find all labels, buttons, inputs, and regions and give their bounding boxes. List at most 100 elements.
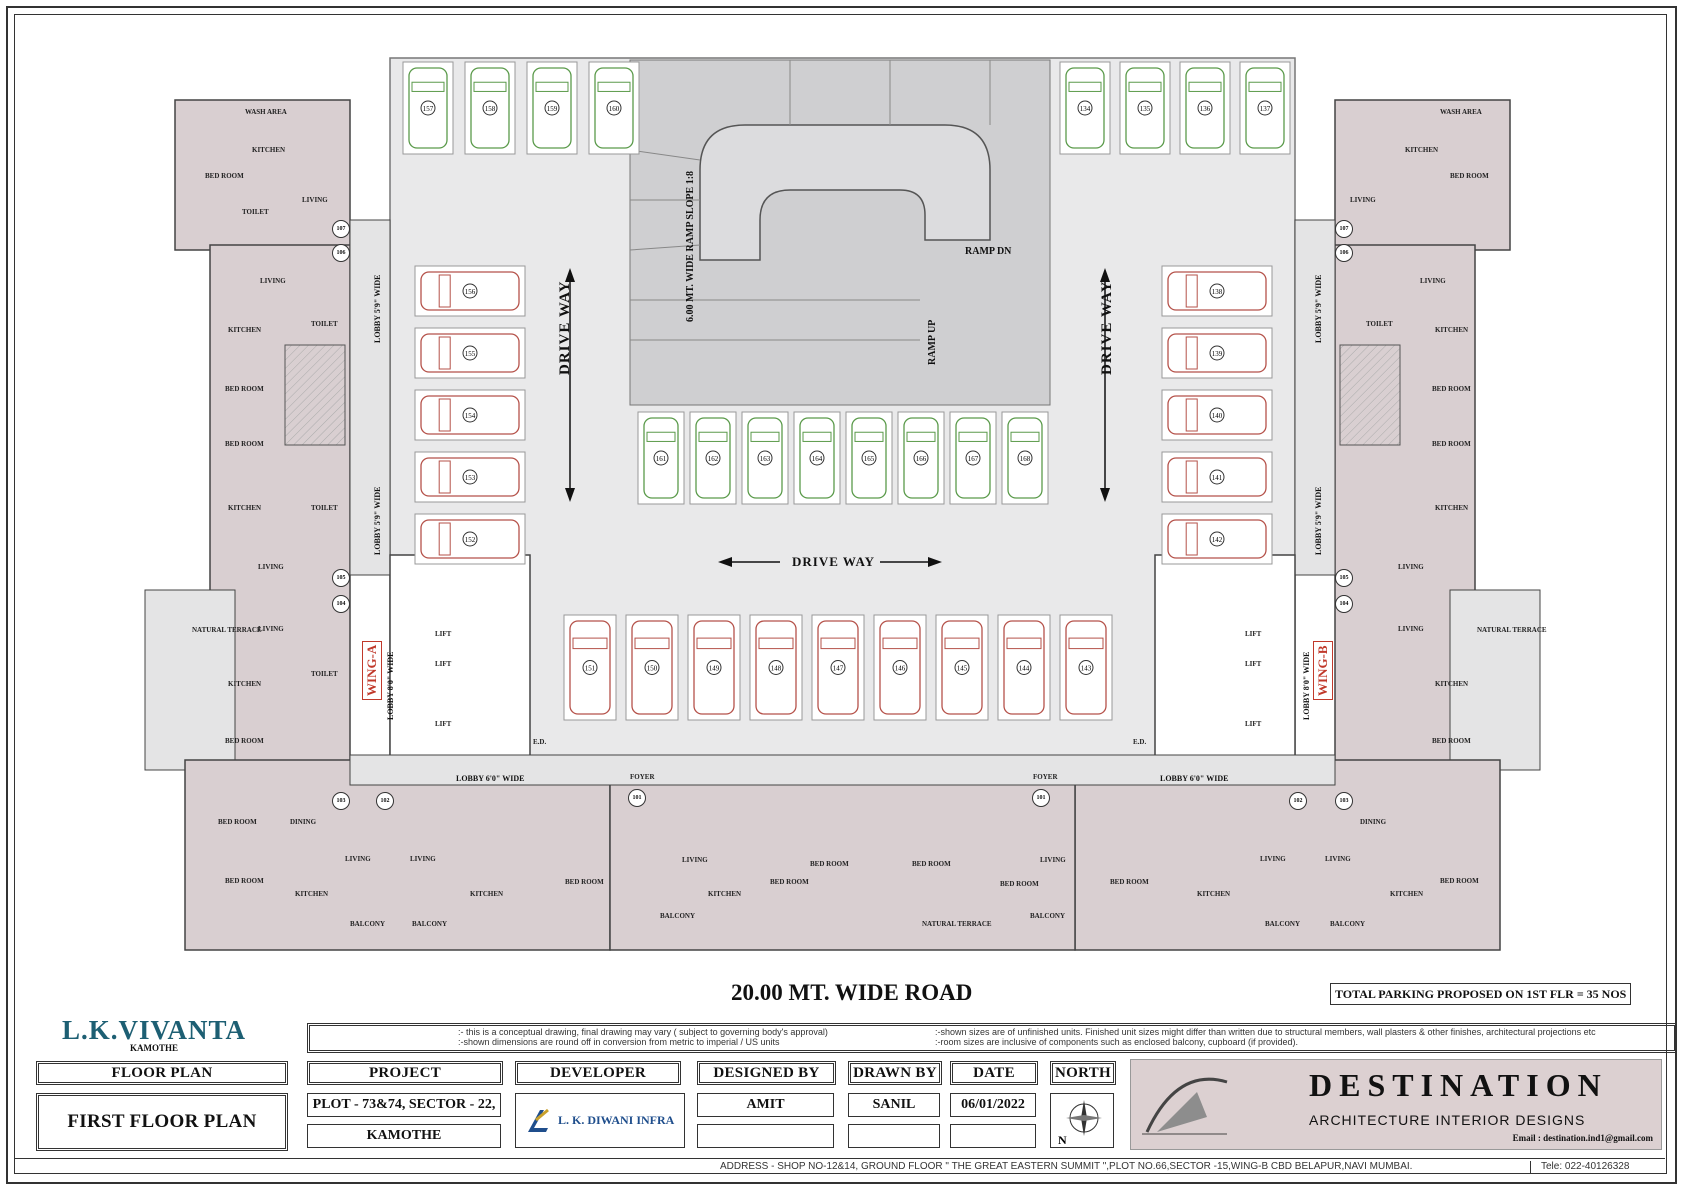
parking-number: 149 (709, 665, 720, 673)
project-logo: L.K.VIVANTA KAMOTHE (54, 1015, 254, 1053)
ramp-dn-label: RAMP DN (965, 246, 1012, 257)
room-label: LIVING (682, 856, 708, 864)
drawn-by-blank (848, 1124, 940, 1148)
room-label: KITCHEN (228, 326, 262, 334)
room-label: TOILET (242, 208, 269, 216)
driveway-label-center: DRIVE WAY (792, 554, 876, 569)
room-label: BALCONY (350, 920, 386, 928)
room-label: WASH AREA (245, 108, 287, 116)
room-label: TOILET (311, 670, 338, 678)
date-value: 06/01/2022 (950, 1093, 1036, 1117)
room-label: KITCHEN (708, 890, 742, 898)
unit-number-marker: 106 (332, 244, 350, 262)
duct-right (1339, 344, 1401, 446)
room-label: LIFT (1245, 630, 1262, 638)
room-label: BALCONY (1265, 920, 1301, 928)
parking-slot-141: 141 (1161, 451, 1273, 503)
room-label: LIFT (1245, 720, 1262, 728)
room-label: BED ROOM (565, 878, 604, 886)
parking-slot-142: 142 (1161, 513, 1273, 565)
room-label: LIVING (1325, 855, 1351, 863)
north-arrow-box: N (1050, 1093, 1114, 1148)
room-label: BED ROOM (1450, 172, 1489, 180)
developer-logo-icon (528, 1108, 549, 1132)
room-label: KITCHEN (1405, 146, 1439, 154)
parking-slot-155: 155 (414, 327, 526, 379)
total-parking-box: TOTAL PARKING PROPOSED ON 1ST FLR = 35 N… (1330, 983, 1632, 1005)
parking-number: 135 (1140, 105, 1151, 113)
parking-number: 142 (1212, 536, 1223, 544)
svg-text:N: N (1058, 1133, 1067, 1146)
parking-number: 159 (547, 105, 558, 113)
parking-number: 146 (895, 665, 906, 673)
wing-a-label: WING-A (362, 640, 382, 700)
room-label: BED ROOM (1440, 877, 1479, 885)
parking-number: 147 (833, 665, 844, 673)
room-label: LIVING (302, 196, 328, 204)
room-label: LIVING (1420, 277, 1446, 285)
room-label: BED ROOM (225, 877, 264, 885)
designer-email: Email : destination.ind1@gmail.com (1512, 1133, 1653, 1143)
parking-number: 168 (1020, 455, 1031, 463)
room-label: BED ROOM (1110, 878, 1149, 886)
room-label: LIVING (260, 277, 286, 285)
unit-number-marker: 101 (628, 789, 646, 807)
room-label: BED ROOM (810, 860, 849, 868)
parking-number: 162 (708, 455, 719, 463)
parking-slot-163: 163 (741, 411, 789, 505)
room-label: KITCHEN (228, 504, 262, 512)
room-label: LIFT (1245, 660, 1262, 668)
outer-frame (6, 6, 1677, 1184)
project-name: L.K.VIVANTA (61, 1015, 247, 1045)
parking-number: 157 (423, 105, 434, 113)
parking-number: 152 (465, 536, 476, 544)
room-label: BED ROOM (1432, 737, 1471, 745)
drawn-by-value: SANIL (848, 1093, 940, 1117)
parking-slot-136: 136 (1179, 61, 1231, 155)
lobby-a-60: LOBBY 6'0" WIDE (456, 774, 525, 783)
parking-slot-145: 145 (935, 614, 989, 721)
room-label: BED ROOM (1000, 880, 1039, 888)
parking-slot-160: 160 (588, 61, 640, 155)
parking-slot-157: 157 (402, 61, 454, 155)
room-label: LIVING (1040, 856, 1066, 864)
designer-name: DESTINATION (1309, 1067, 1608, 1103)
room-label: KITCHEN (1197, 890, 1231, 898)
parking-number: 164 (812, 455, 823, 463)
unit-number-marker: 107 (1335, 220, 1353, 238)
parking-number: 134 (1080, 105, 1091, 113)
unit-number-marker: 102 (376, 792, 394, 810)
room-label: FOYER (1033, 773, 1058, 781)
room-label: LIVING (258, 563, 284, 571)
parking-slot-144: 144 (997, 614, 1051, 721)
header-floor-plan: FLOOR PLAN (36, 1061, 288, 1085)
notes-left: :- this is a conceptual drawing, final d… (458, 1027, 828, 1047)
parking-slot-149: 149 (687, 614, 741, 721)
parking-slot-168: 168 (1001, 411, 1049, 505)
room-label: TOILET (311, 320, 338, 328)
room-label: BALCONY (1330, 920, 1366, 928)
parking-number: 143 (1081, 665, 1092, 673)
parking-slot-134: 134 (1059, 61, 1111, 155)
room-label: BALCONY (660, 912, 696, 920)
driveway-arrows (565, 268, 1110, 567)
footer-line (14, 1158, 1665, 1159)
date-blank (950, 1124, 1036, 1148)
driveway-label-left: DRIVE WAY (557, 280, 573, 375)
parking-number: 154 (465, 412, 476, 420)
room-label: BED ROOM (1432, 385, 1471, 393)
parking-slot-135: 135 (1119, 61, 1171, 155)
room-label: DINING (290, 818, 317, 826)
room-label: KITCHEN (1435, 680, 1469, 688)
ramp-up-label: RAMP UP (927, 319, 938, 365)
parking-slot-139: 139 (1161, 327, 1273, 379)
parking-slot-143: 143 (1059, 614, 1113, 721)
wing-a-block (144, 99, 611, 951)
parking-number: 144 (1019, 665, 1030, 673)
room-label: FOYER (630, 773, 655, 781)
room-label: BED ROOM (912, 860, 951, 868)
driveway-label-right: DRIVE WAY (1099, 280, 1115, 375)
room-label: KITCHEN (252, 146, 286, 154)
inner-frame (14, 14, 1667, 1174)
